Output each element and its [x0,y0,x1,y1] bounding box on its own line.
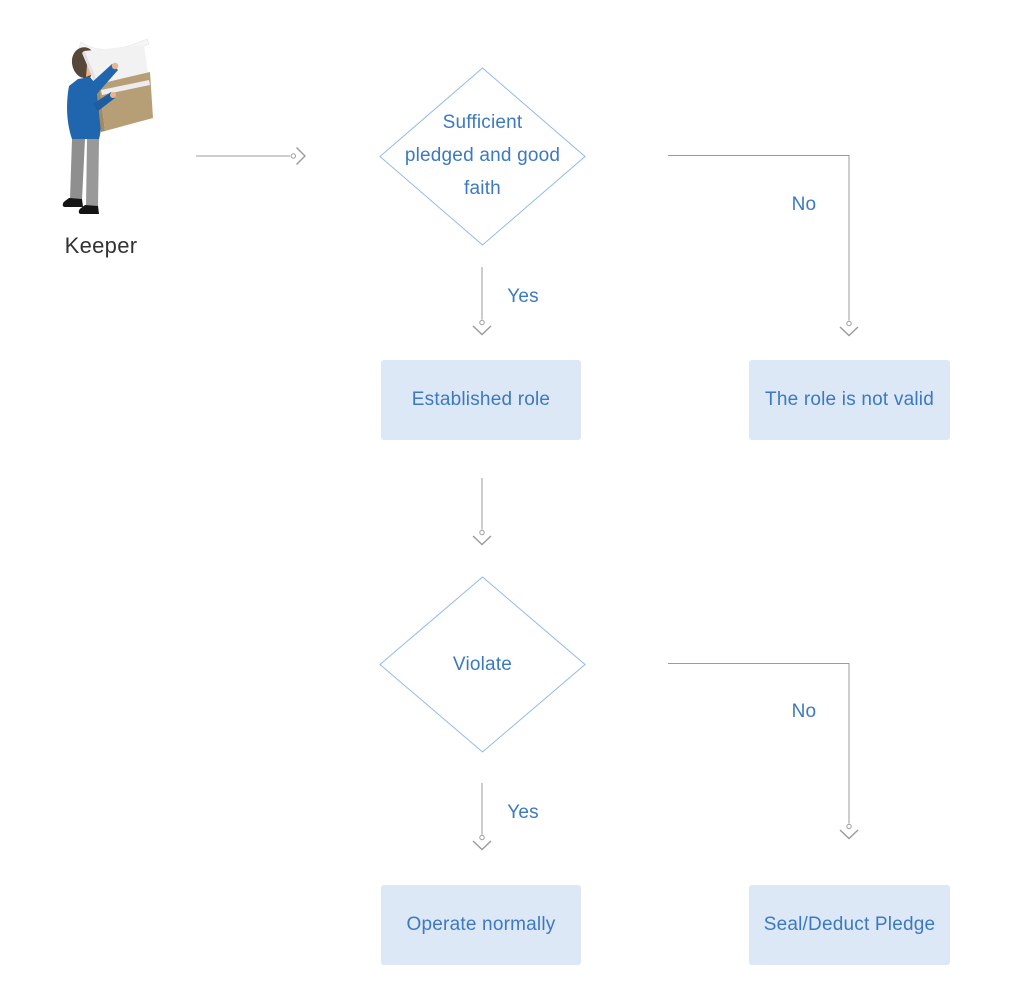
arrowhead-icon [290,147,306,165]
actor-label: Keeper [64,233,138,258]
decision-label-pledge: Sufficient pledged and good faith [387,106,578,205]
edge-label-no-1: No [791,194,817,215]
edge-established-to-violate [472,478,492,546]
arrowhead-icon [472,529,492,546]
edge-violate-no [668,663,859,840]
node-established-role: Established role [381,360,581,440]
node-operate-normally: Operate normally [381,885,581,965]
arrowhead-icon [472,319,492,336]
edge-violate-yes [472,783,492,851]
decision-label-pledge-line1: Sufficient [442,112,523,133]
arrowhead-icon [839,320,859,337]
edge-keeper-to-pledge [196,147,306,165]
edge-pledge-no [668,155,859,337]
edge-label-yes-1: Yes [507,286,539,307]
decision-diamond-violate [379,576,586,753]
arrowhead-icon [839,823,859,840]
decision-label-pledge-line3: faith [464,178,501,199]
edge-label-no-2: No [791,701,817,722]
keeper-person-icon [62,38,153,214]
arrowhead-icon [472,834,492,851]
edge-label-yes-2: Yes [507,802,539,823]
decision-diamond-pledge [379,67,586,246]
node-role-not-valid: The role is not valid [749,360,950,440]
node-seal-deduct-pledge: Seal/Deduct Pledge [749,885,950,965]
decision-label-pledge-line2: pledged and good [404,145,561,166]
edge-pledge-yes [472,267,492,336]
decision-label-violate: Violate [452,654,513,675]
